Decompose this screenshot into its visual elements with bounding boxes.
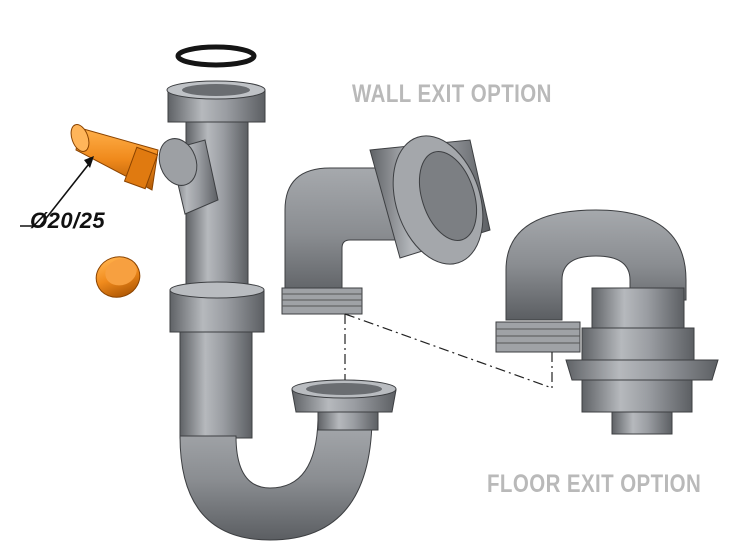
alignment-lines [344,313,553,389]
blanking-cap-icon [95,256,141,298]
wall-exit-elbow [281,135,491,315]
wall-exit-label: WALL EXIT OPTION [352,80,552,108]
floor-exit-trap [495,209,719,435]
main-trap-body [158,80,397,541]
hose-inlet-icon [70,124,159,191]
dimension-pointer [20,156,94,227]
inlet-diameter-label: Ø20/25 [30,208,106,233]
floor-exit-label: FLOOR EXIT OPTION [487,470,702,498]
gasket-ring-icon [175,44,257,68]
